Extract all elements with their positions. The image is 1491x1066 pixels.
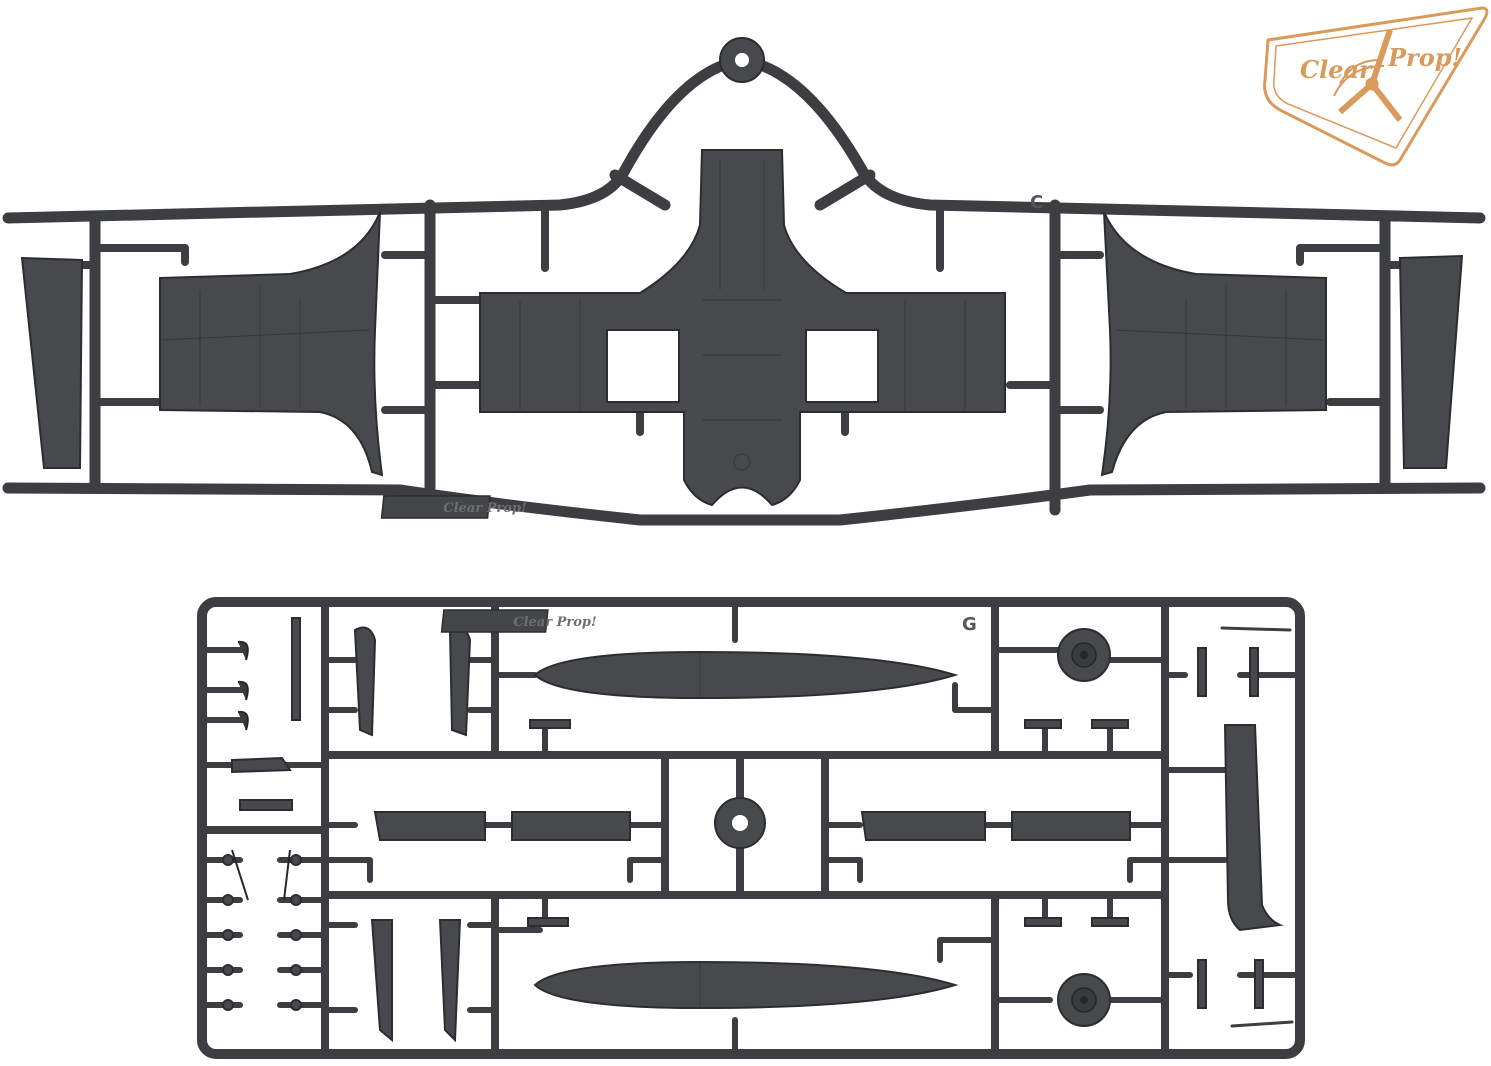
sprue-c: C Clear Prop!: [2, 37, 1486, 526]
gear-door-2: [448, 626, 472, 737]
wheel-bottom: [1057, 973, 1111, 1027]
sprue-hub-hole: [735, 53, 749, 67]
outer-wing-right: [1100, 211, 1327, 477]
wheel-well-right: [805, 329, 879, 403]
outer-wing-right-panels: [1115, 285, 1327, 408]
outer-wing-left-panels: [159, 285, 371, 408]
sprue-g-letter: G: [962, 614, 977, 635]
outer-wing-left: [159, 211, 384, 477]
wheel-top: [1057, 628, 1111, 682]
small-rod-1: [1197, 647, 1207, 697]
gear-door-4: [438, 919, 462, 1043]
sprue-g-hub-hole: [732, 815, 748, 831]
svg-text:Clear Prop!: Clear Prop!: [443, 501, 526, 516]
flap-part-3: [860, 811, 986, 841]
small-rod-3: [1197, 959, 1207, 1009]
flap-part-2: [511, 811, 631, 841]
antenna-rod-top: [1220, 626, 1292, 632]
wheel-well-left: [606, 329, 680, 403]
small-t-pieces: [527, 719, 1129, 927]
aileron-left: [20, 256, 84, 469]
antenna-rod-bottom: [1230, 1020, 1294, 1028]
flap-part-4: [1011, 811, 1131, 841]
gear-door-1: [353, 626, 377, 737]
sprue-c-letter: C: [1030, 192, 1043, 213]
center-wing-panels: [519, 160, 966, 471]
svg-text:Clear Prop!: Clear Prop!: [513, 615, 596, 630]
small-parts-left-column: [222, 617, 302, 1011]
flap-part-1: [373, 811, 486, 841]
sprue-c-name-tag: Clear Prop!: [380, 495, 527, 519]
logo-text-prop: Prop!: [1387, 43, 1462, 72]
drop-tank-bottom: [533, 960, 959, 1010]
small-rod-4: [1254, 959, 1264, 1009]
tall-part-right: [1223, 724, 1284, 932]
small-rod-2: [1249, 647, 1259, 697]
center-wing-section: [479, 149, 1006, 507]
propeller-icon: [1333, 29, 1403, 122]
sprue-g-name-tag: Clear Prop!: [440, 609, 597, 633]
drop-tank-top: [533, 650, 959, 700]
logo-text-clear: Clear: [1300, 55, 1374, 84]
clear-prop-logo: Clear Prop!: [1263, 6, 1489, 167]
gear-door-3: [370, 919, 393, 1043]
sprue-g: G Clear Prop!: [197, 597, 1305, 1059]
aileron-right: [1398, 254, 1464, 469]
